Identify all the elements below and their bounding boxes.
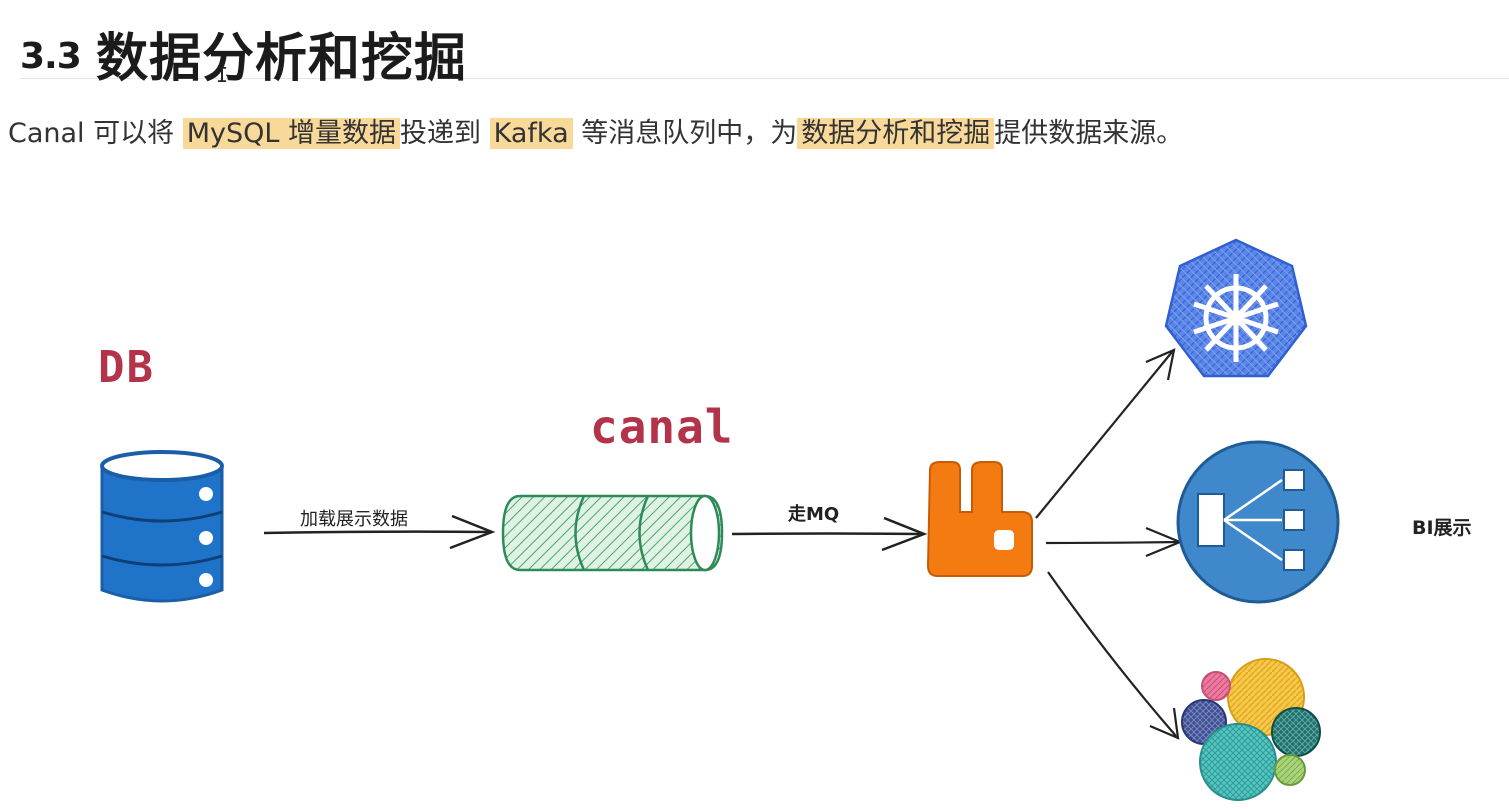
canal-label: canal (590, 400, 734, 454)
para-text-4: 提供数据来源。 (994, 118, 1184, 149)
arrow-to-elastic (1047, 571, 1180, 740)
bi-label: BI展示 (1412, 517, 1472, 539)
arrow-load (263, 514, 496, 550)
kubernetes-icon (1164, 238, 1308, 378)
para-highlight-kafka: Kafka (489, 118, 573, 149)
rabbitmq-icon (926, 461, 1033, 577)
arrow-to-k8s (1035, 348, 1176, 519)
edge-label-load: 加载展示数据 (300, 509, 408, 530)
elastic-icon (1181, 658, 1321, 801)
para-text-2: 投递到 (400, 118, 482, 149)
section-heading: 3.3 数据分析和挖掘 (20, 14, 1509, 89)
text-cursor-icon: I (216, 63, 229, 87)
database-icon (100, 450, 224, 603)
arrow-to-bi (1045, 526, 1183, 558)
intro-paragraph: Canal 可以将 MySQL 增量数据投递到 Kafka 等消息队列中，为数据… (8, 110, 1183, 158)
architecture-diagram (100, 238, 1340, 801)
pipe-icon (501, 494, 724, 572)
para-highlight-mysql: MySQL 增量数据 (182, 118, 401, 149)
db-label: DB (98, 342, 155, 393)
para-highlight-analysis: 数据分析和挖掘 (797, 118, 995, 149)
edge-label-mq: 走MQ (788, 504, 840, 525)
section-number: 3.3 (20, 36, 82, 77)
para-text-1: Canal 可以将 (8, 118, 175, 149)
arrow-mq (731, 516, 928, 552)
section-title: 数据分析和挖掘 (96, 29, 468, 89)
fan-out-icon (1176, 440, 1340, 604)
para-text-3: 等消息队列中，为 (581, 118, 798, 149)
